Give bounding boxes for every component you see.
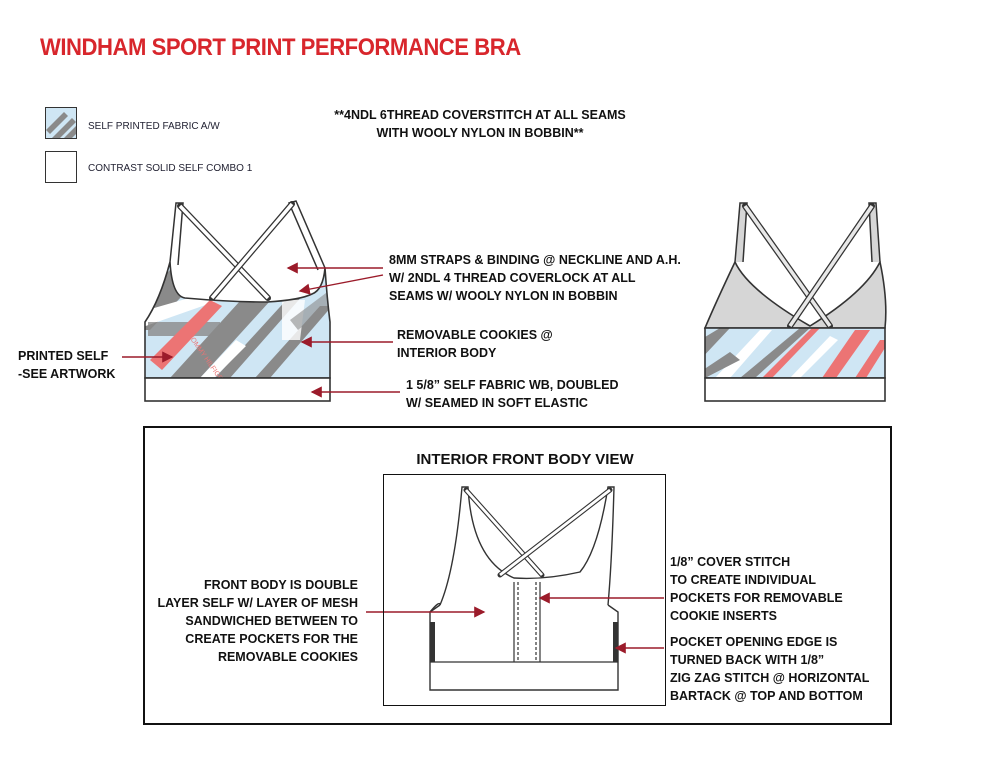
legend-swatch-printed — [45, 107, 77, 139]
callout-line: W/ 2NDL 4 THREAD COVERLOCK AT ALL — [389, 271, 636, 285]
callout-pocket-edge: POCKET OPENING EDGE IS TURNED BACK WITH … — [670, 633, 869, 705]
callout-line: REMOVABLE COOKIES — [217, 650, 358, 664]
callout-line: BARTACK @ TOP AND BOTTOM — [670, 689, 863, 703]
interior-sketch-frame — [383, 474, 666, 706]
back-view-sketch — [703, 202, 887, 402]
callout-line: TO CREATE INDIVIDUAL — [670, 573, 817, 587]
legend-swatch-solid — [45, 151, 77, 183]
callout-line: POCKETS FOR REMOVABLE — [670, 591, 843, 605]
front-callout-arrows — [122, 262, 400, 398]
legend-label-solid: CONTRAST SOLID SELF COMBO 1 — [88, 163, 253, 174]
callout-line: FRONT BODY IS DOUBLE — [204, 578, 358, 592]
callout-line: REMOVABLE COOKIES @ — [397, 328, 553, 342]
callout-line: TURNED BACK WITH 1/8” — [670, 653, 825, 667]
callout-line: SANDWICHED BETWEEN TO — [185, 614, 358, 628]
callout-line: ZIG ZAG STITCH @ HORIZONTAL — [670, 671, 870, 685]
callout-line: LAYER SELF W/ LAYER OF MESH — [157, 596, 359, 610]
callout-line: SEAMS W/ WOOLY NYLON IN BOBBIN — [389, 289, 618, 303]
printed-swatch-graphic — [46, 108, 76, 138]
callout-line: CREATE POCKETS FOR THE — [185, 632, 358, 646]
callout-waistband: 1 5/8” SELF FABRIC WB, DOUBLED W/ SEAMED… — [406, 376, 619, 412]
front-view-sketch: TOMMY HILFIGER — [144, 200, 331, 402]
callout-printed-self: PRINTED SELF -SEE ARTWORK — [18, 347, 115, 383]
callout-line: 1/8” COVER STITCH — [670, 555, 791, 569]
construction-note-line: WITH WOOLY NYLON IN BOBBIN** — [376, 126, 584, 140]
callout-front-body: FRONT BODY IS DOUBLE LAYER SELF W/ LAYER… — [140, 576, 359, 666]
callout-line: -SEE ARTWORK — [18, 367, 116, 381]
interior-callout-arrows — [366, 592, 664, 654]
legend-label-printed: SELF PRINTED FABRIC A/W — [88, 121, 220, 132]
interior-panel — [143, 426, 892, 725]
construction-note: **4NDL 6THREAD COVERSTITCH AT ALL SEAMS … — [300, 106, 660, 142]
callout-line: 8MM STRAPS & BINDING @ NECKLINE AND A.H. — [389, 253, 681, 267]
callout-line: W/ SEAMED IN SOFT ELASTIC — [406, 396, 588, 410]
callout-line: COOKIE INSERTS — [670, 609, 777, 623]
construction-note-line: **4NDL 6THREAD COVERSTITCH AT ALL SEAMS — [334, 108, 626, 122]
interior-view-sketch — [429, 486, 619, 691]
page-title: WINDHAM SPORT PRINT PERFORMANCE BRA — [40, 34, 521, 61]
callout-line: POCKET OPENING EDGE IS — [670, 635, 838, 649]
callout-line: PRINTED SELF — [18, 349, 109, 363]
callout-line: INTERIOR BODY — [397, 346, 497, 360]
callout-cover-stitch: 1/8” COVER STITCH TO CREATE INDIVIDUAL P… — [670, 553, 843, 625]
callout-straps: 8MM STRAPS & BINDING @ NECKLINE AND A.H.… — [389, 251, 681, 305]
interior-title: INTERIOR FRONT BODY VIEW — [416, 451, 634, 468]
callout-cookies: REMOVABLE COOKIES @ INTERIOR BODY — [397, 326, 553, 362]
callout-line: 1 5/8” SELF FABRIC WB, DOUBLED — [406, 378, 619, 392]
